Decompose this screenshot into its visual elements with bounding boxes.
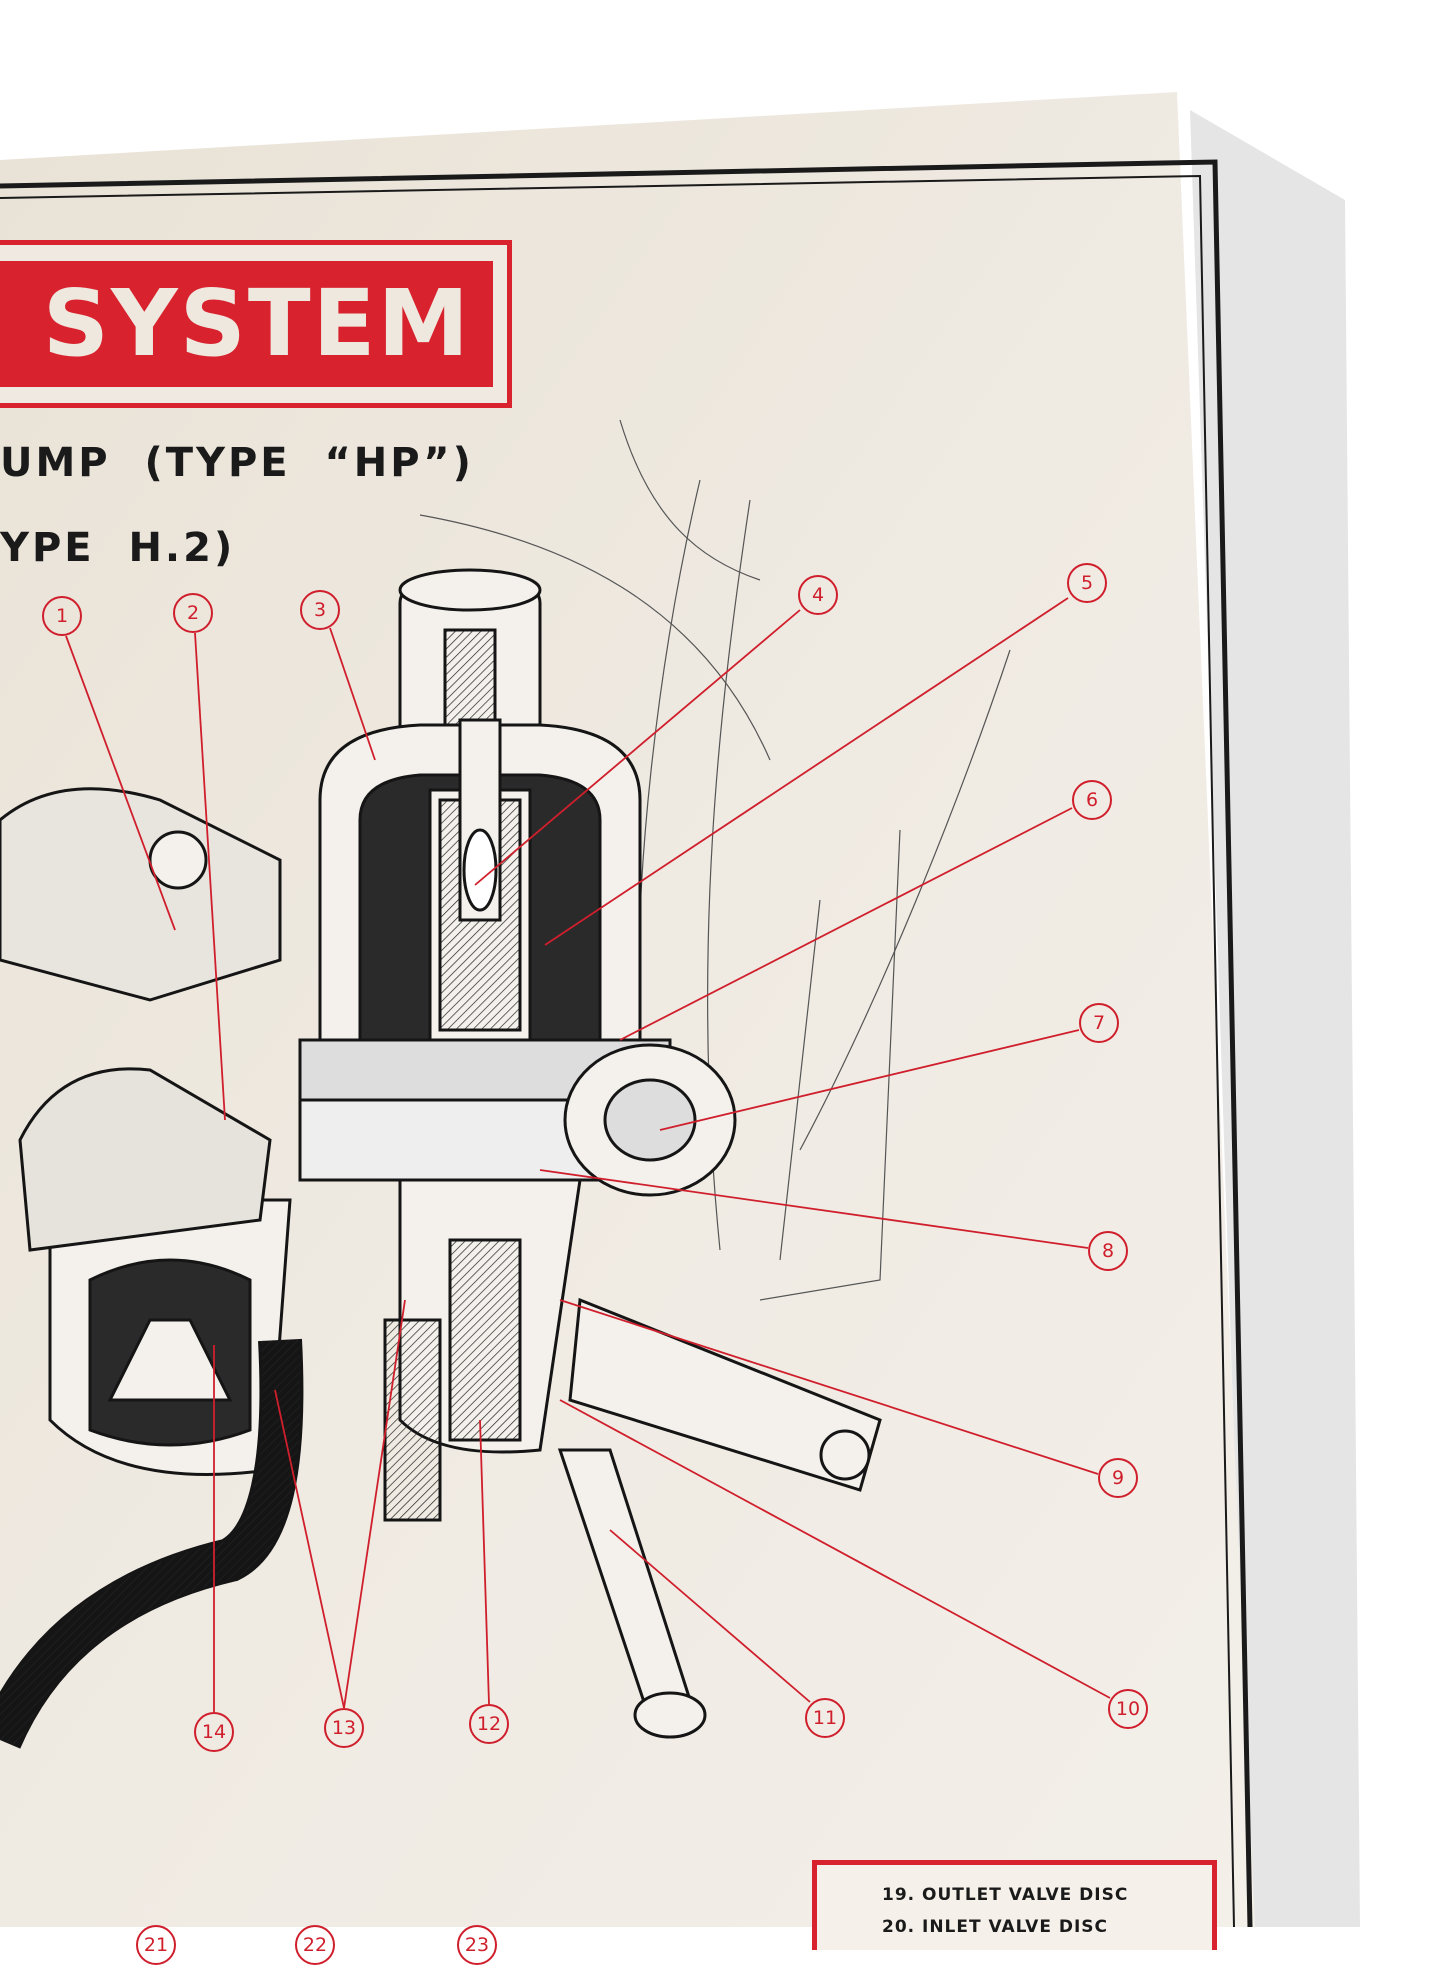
callout-11: 11 (805, 1698, 845, 1738)
callout-9: 9 (1098, 1458, 1138, 1498)
callout-4: 4 (798, 575, 838, 615)
legend-label: OUTLET VALVE DISC (922, 1885, 1129, 1905)
callout-3: 3 (300, 590, 340, 630)
callout-7: 7 (1079, 1003, 1119, 1043)
legend-item: 20. INLET VALVE DISC (882, 1917, 1212, 1937)
callout-leaders (65, 597, 1111, 1712)
legend-number: 20. (882, 1917, 916, 1937)
poster-subtitle-1: UMP (TYPE “HP”) (0, 440, 474, 486)
title-banner-fill: SYSTEM (0, 261, 493, 387)
callout-6: 6 (1072, 780, 1112, 820)
title-banner: SYSTEM (0, 240, 512, 408)
callout-13: 13 (324, 1708, 364, 1748)
callout-1: 1 (42, 596, 82, 636)
poster-subtitle-2: YPE H.2) (0, 525, 236, 571)
callout-22: 22 (295, 1925, 335, 1965)
legend-number: 19. (882, 1885, 916, 1905)
poster-border (0, 159, 1253, 1927)
callout-10: 10 (1108, 1689, 1148, 1729)
legend-item: 19. OUTLET VALVE DISC (882, 1885, 1212, 1905)
callout-5: 5 (1067, 563, 1107, 603)
poster-title: SYSTEM (42, 270, 471, 377)
callout-8: 8 (1088, 1231, 1128, 1271)
paper-shadow (1190, 110, 1360, 1927)
legend-label: INLET VALVE DISC (922, 1917, 1109, 1937)
callout-21: 21 (136, 1925, 176, 1965)
callout-2: 2 (173, 593, 213, 633)
callout-23: 23 (457, 1925, 497, 1965)
callout-14: 14 (194, 1712, 234, 1752)
callout-12: 12 (469, 1704, 509, 1744)
parts-legend: 19. OUTLET VALVE DISC 20. INLET VALVE DISC (812, 1860, 1217, 1950)
